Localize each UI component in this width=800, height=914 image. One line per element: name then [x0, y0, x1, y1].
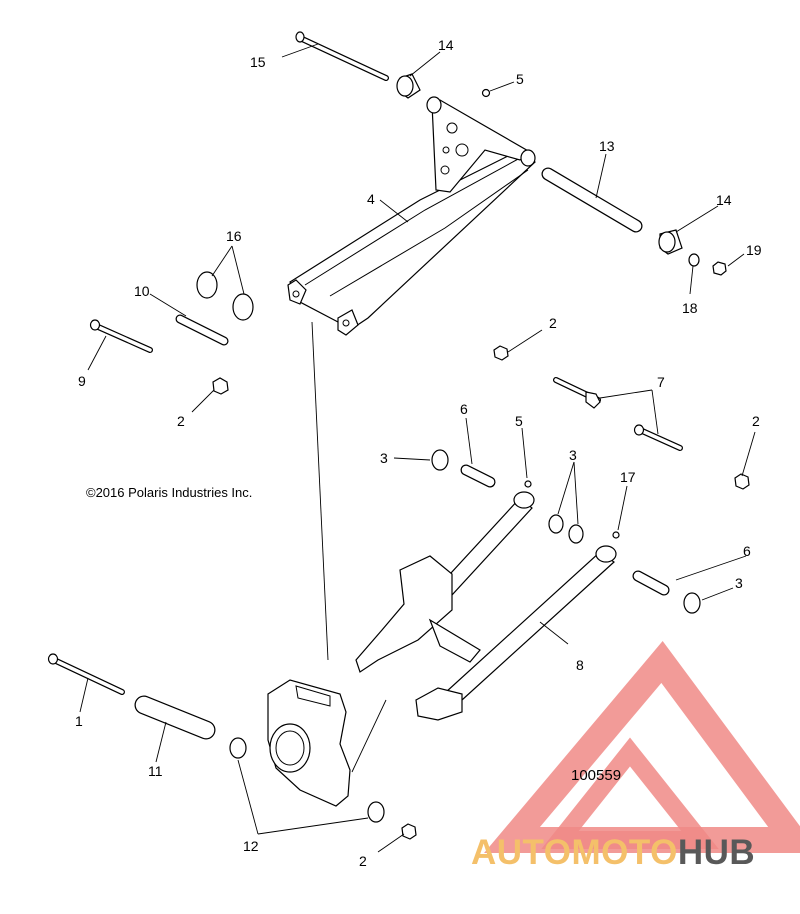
callout-18: 18 — [682, 300, 698, 316]
bushing-3-center-a — [548, 514, 564, 534]
bushing-3-center-b — [568, 524, 584, 544]
callout-11: 11 — [148, 763, 163, 779]
grease-fitting-17 — [612, 531, 620, 539]
washer-18 — [688, 253, 700, 267]
pivot-tube-13 — [541, 167, 643, 233]
callout-2-bottom: 2 — [359, 853, 367, 869]
callout-2-right: 2 — [752, 413, 760, 429]
callout-2-left: 2 — [177, 413, 185, 429]
callout-8: 8 — [576, 657, 584, 673]
callout-10: 10 — [134, 283, 150, 299]
callout-15: 15 — [250, 54, 266, 70]
bolts-7 — [553, 377, 683, 451]
automotohub-watermark-logo — [484, 641, 800, 853]
watermark-text-hub: HUB — [678, 833, 755, 872]
watermark-wordmark: AUTOMOTOHUB — [471, 833, 755, 872]
sleeve-10 — [175, 314, 229, 346]
copyright-notice: ©2016 Polaris Industries Inc. — [86, 485, 252, 500]
nut-2-right — [734, 473, 750, 490]
leader-lines — [79, 43, 756, 853]
bushings-16 — [196, 271, 254, 321]
bushing-12-right — [367, 801, 385, 823]
callout-6-upper: 6 — [460, 401, 468, 417]
callout-3-right: 3 — [735, 575, 743, 591]
nut-2-bottom — [401, 823, 417, 840]
callout-14-top: 14 — [438, 37, 454, 53]
callout-5-lower: 5 — [515, 413, 523, 429]
bushing-14-top — [396, 73, 421, 99]
callout-7: 7 — [657, 374, 665, 390]
bushing-14-right — [658, 229, 683, 255]
callout-9: 9 — [78, 373, 86, 389]
callout-19: 19 — [746, 242, 762, 258]
nut-2-center — [493, 345, 509, 361]
callout-17: 17 — [620, 469, 636, 485]
watermark-triangle — [484, 641, 800, 853]
callout-1: 1 — [75, 713, 83, 729]
callout-2-center: 2 — [549, 315, 557, 331]
callout-13: 13 — [599, 138, 615, 154]
bolt-9 — [89, 319, 153, 353]
trailing-arm-8 — [355, 491, 617, 721]
bearing-carrier — [267, 679, 351, 807]
bushing-3-left — [431, 449, 449, 471]
bushing-3-right — [683, 592, 701, 614]
upper-control-arm — [287, 96, 536, 336]
watermark-text-automoto: AUTOMOTO — [471, 833, 678, 872]
callout-3-left: 3 — [380, 450, 388, 466]
callout-5-top: 5 — [516, 71, 524, 87]
bushing-12-left — [229, 737, 247, 759]
callout-3-center: 3 — [569, 447, 577, 463]
bolt-15 — [295, 31, 389, 81]
watermark-inner-chevron — [541, 737, 719, 849]
callout-labels: 15 14 5 4 13 14 19 18 16 10 9 2 2 7 2 6 … — [75, 37, 762, 869]
callout-16: 16 — [226, 228, 242, 244]
sleeve-11 — [134, 695, 216, 740]
nut-2-left — [212, 377, 229, 395]
nut-19 — [712, 261, 727, 276]
sleeve-6-upper — [460, 464, 496, 488]
callout-12: 12 — [243, 838, 259, 854]
callout-14-right: 14 — [716, 192, 732, 208]
bolt-1 — [47, 653, 125, 695]
callout-4: 4 — [367, 191, 375, 207]
document-number: 100559 — [571, 767, 621, 784]
grease-fitting-5-top — [481, 88, 491, 98]
callout-6-lower: 6 — [743, 543, 751, 559]
sleeve-6-lower — [632, 570, 670, 596]
grease-fitting-5-lower — [524, 480, 532, 488]
